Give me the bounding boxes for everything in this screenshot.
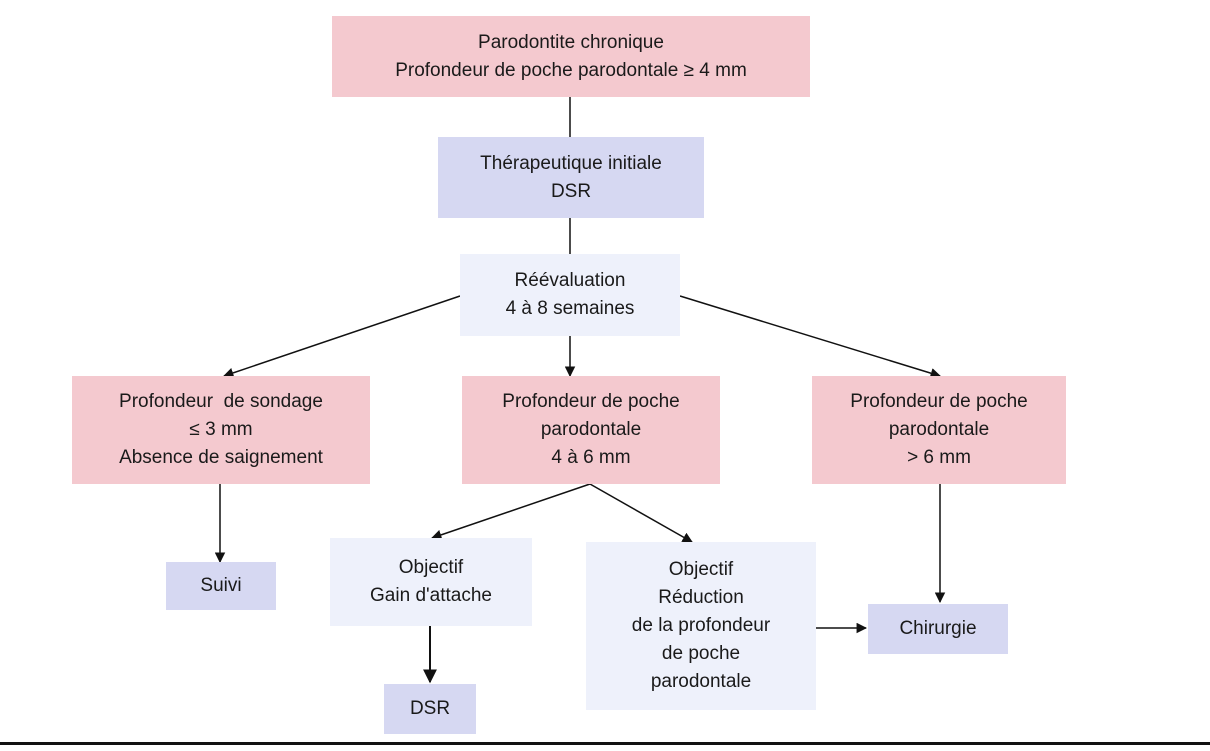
node-deep: Profondeur de poche parodontale > 6 mm bbox=[812, 376, 1066, 484]
node-chirurgie: Chirurgie bbox=[868, 604, 1008, 654]
node-shallow-line-1: Profondeur de sondage bbox=[119, 391, 323, 412]
arrow-reeval-deep bbox=[679, 295, 942, 379]
node-gain: Objectif Gain d'attache bbox=[330, 538, 532, 626]
node-reeval-line-2: 4 à 8 semaines bbox=[505, 298, 635, 319]
node-reduction-line-2: Réduction bbox=[658, 587, 744, 608]
node-reduction-line-5: parodontale bbox=[650, 671, 752, 692]
node-reduction-line-1: Objectif bbox=[668, 559, 734, 580]
node-initial-line-1: Thérapeutique initiale bbox=[480, 152, 662, 174]
node-medium-line-3: 4 à 6 mm bbox=[551, 447, 631, 468]
node-deep-line-1: Profondeur de poche bbox=[850, 391, 1028, 412]
node-deep-line-3: > 6 mm bbox=[907, 447, 971, 468]
node-suivi: Suivi bbox=[166, 562, 276, 610]
node-chronic: Parodontite chronique Profondeur de poch… bbox=[332, 16, 810, 97]
node-gain-line-1: Objectif bbox=[398, 557, 464, 578]
node-dsr-line-1: DSR bbox=[409, 698, 451, 719]
node-dsr: DSR bbox=[384, 684, 476, 734]
node-reeval-line-1: Réévaluation bbox=[514, 270, 626, 291]
node-chirurgie-line-1: Chirurgie bbox=[899, 618, 977, 639]
node-deep-line-2: parodontale bbox=[888, 419, 990, 440]
node-reduction: Objectif Réduction de la profondeur de p… bbox=[586, 542, 816, 710]
node-shallow-line-2: ≤ 3 mm bbox=[189, 419, 253, 440]
bottom-rule bbox=[0, 742, 1210, 745]
node-shallow: Profondeur de sondage ≤ 3 mm Absence de … bbox=[72, 376, 370, 484]
node-reduction-line-4: de poche bbox=[661, 643, 741, 664]
arrow-reeval-shallow bbox=[223, 295, 461, 378]
arrow-medium-gain bbox=[431, 483, 591, 540]
arrow-medium-reduction bbox=[589, 483, 693, 543]
node-gain-line-2: Gain d'attache bbox=[370, 585, 492, 606]
node-medium: Profondeur de poche parodontale 4 à 6 mm bbox=[462, 376, 720, 484]
node-chronic-line-1: Parodontite chronique bbox=[478, 31, 664, 53]
node-medium-line-2: parodontale bbox=[540, 419, 642, 440]
node-medium-line-1: Profondeur de poche bbox=[502, 391, 680, 412]
node-reeval: Réévaluation 4 à 8 semaines bbox=[460, 254, 680, 336]
node-reduction-line-3: de la profondeur bbox=[631, 615, 771, 636]
node-chronic-line-2: Profondeur de poche parodontale ≥ 4 mm bbox=[395, 59, 747, 81]
node-shallow-line-3: Absence de saignement bbox=[119, 447, 323, 468]
node-suivi-line-1: Suivi bbox=[200, 575, 242, 596]
node-initial-line-2: DSR bbox=[550, 180, 592, 202]
node-initial: Thérapeutique initiale DSR bbox=[438, 137, 704, 218]
